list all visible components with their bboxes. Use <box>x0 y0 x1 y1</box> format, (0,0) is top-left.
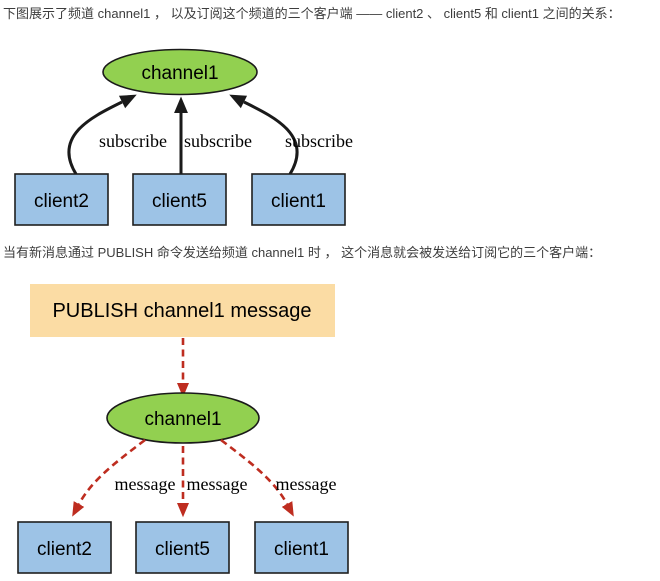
subscribe-arrow-left <box>67 94 137 175</box>
client5-node <box>132 173 227 226</box>
publish-command-label: PUBLISH channel1 message <box>52 300 311 322</box>
publish-diagram: PUBLISH channel1 message channel1 messag… <box>17 284 349 574</box>
client1-node-label: client1 <box>274 539 329 560</box>
publish-command-box <box>30 284 335 337</box>
subscribe-edge-label-1: subscribe <box>99 131 167 151</box>
channel-node-label: channel1 <box>144 409 221 430</box>
message-edge-label-1: message <box>115 474 176 494</box>
publish-paragraph: 当有新消息通过 PUBLISH 命令发送给频道 channel1 时 ， 这个消… <box>3 245 602 260</box>
channel-node <box>102 48 258 96</box>
message-edge-label-3: message <box>276 474 337 494</box>
subscribe-edge-label-2: subscribe <box>184 131 252 151</box>
client1-node <box>251 173 346 226</box>
message-arrow-right <box>220 438 294 517</box>
client2-node-label: client2 <box>37 539 92 560</box>
client5-node-label: client5 <box>155 539 210 560</box>
subscribe-arrow-right <box>229 94 299 175</box>
intro-paragraph: 下图展示了频道 channel1 ， 以及订阅这个频道的三个客户端 —— cli… <box>3 6 621 21</box>
client1-node-label: client1 <box>271 191 326 212</box>
client2-node <box>14 173 109 226</box>
client5-node <box>135 521 230 574</box>
client1-node <box>254 521 349 574</box>
message-edge-label-2: message <box>187 474 248 494</box>
client5-node-label: client5 <box>152 191 207 212</box>
channel-node-label: channel1 <box>141 63 218 84</box>
subscribe-edge-label-3: subscribe <box>285 131 353 151</box>
channel-node <box>106 392 260 444</box>
subscribe-diagram: channel1 subscribe subscribe subscribe c… <box>14 48 353 226</box>
client2-node-label: client2 <box>34 191 89 212</box>
message-arrow-left <box>72 438 146 517</box>
client2-node <box>17 521 112 574</box>
